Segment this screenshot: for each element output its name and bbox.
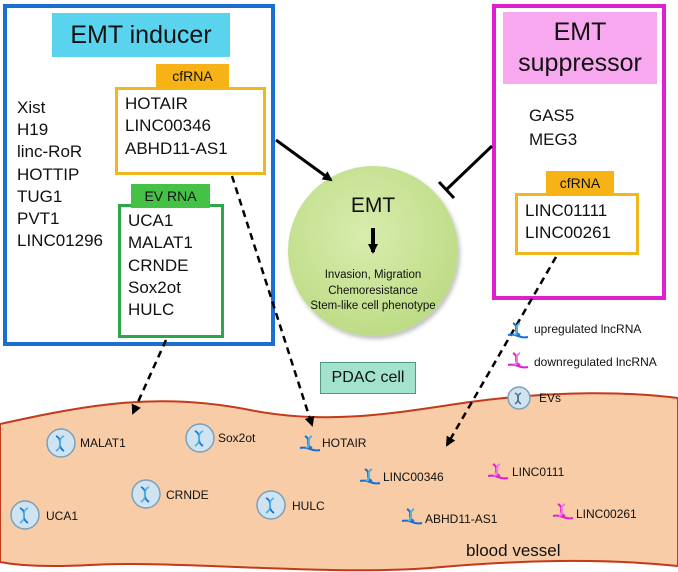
ev-to-vessel-arrow bbox=[131, 339, 168, 415]
blood-vessel-label: blood vessel bbox=[466, 541, 561, 560]
ev-gene: Sox2ot bbox=[128, 277, 181, 297]
vessel-down-label: LINC00261 bbox=[576, 507, 637, 521]
emt-effect: Invasion, Migration bbox=[324, 269, 422, 281]
ev-vesicle-icon bbox=[46, 428, 76, 458]
inducer-ev-rna-tag: EV RNA bbox=[131, 184, 210, 208]
emt-label: EMT bbox=[350, 194, 396, 217]
vessel-ev-label: MALAT1 bbox=[80, 436, 126, 450]
pdac-cell-label: PDAC cell bbox=[320, 362, 416, 394]
inducer-gene: Xist bbox=[17, 98, 46, 117]
ev-legend-icon bbox=[507, 386, 531, 410]
inducer-gene: H19 bbox=[17, 120, 49, 140]
suppressor-gene: GAS5 bbox=[529, 106, 575, 125]
inducer-gene: LINC01296 bbox=[17, 231, 104, 251]
vessel-ev-label: UCA1 bbox=[46, 509, 79, 523]
vessel-up-label: ABHD11-AS1 bbox=[425, 512, 498, 526]
ev-gene: CRNDE bbox=[128, 255, 189, 275]
inducer-gene: PVT1 bbox=[17, 209, 60, 229]
downregulated-lncrna-icon bbox=[507, 352, 529, 369]
ev-vesicle-icon bbox=[131, 479, 161, 509]
emt-inducer-title: EMT inducer bbox=[52, 13, 230, 57]
vessel-ev-label: Sox2ot bbox=[218, 431, 256, 445]
downregulated-lncrna-icon bbox=[552, 503, 574, 520]
suppressor-gene-list: GAS5 MEG3 bbox=[529, 104, 577, 152]
legend-evs-label: EVs bbox=[539, 391, 562, 405]
cfrna-gene: LINC01111 bbox=[525, 201, 608, 220]
upregulated-lncrna-icon bbox=[359, 468, 381, 485]
emt-effect: Chemoresistance bbox=[328, 284, 418, 297]
inducer-ev-rna-box: UCA1 MALAT1 CRNDE Sox2ot HULC bbox=[118, 204, 224, 338]
suppressor-cfrna-tag: cfRNA bbox=[546, 171, 614, 195]
cfrna-gene: LINC00346 bbox=[125, 116, 212, 136]
cfrna-gene: ABHD11-AS1 bbox=[125, 138, 228, 158]
emt-effect: Stem-like cell phenotype bbox=[310, 300, 436, 312]
ev-gene: MALAT1 bbox=[128, 233, 193, 253]
vessel-up-label: HOTAIR bbox=[322, 436, 367, 450]
upregulated-lncrna-icon bbox=[401, 508, 423, 525]
inducer-gene: linc-RoR bbox=[17, 142, 83, 162]
vessel-up-label: LINC00346 bbox=[383, 470, 444, 484]
inducer-gene: HOTTIP bbox=[17, 164, 80, 184]
inducer-cfrna-box: HOTAIR LINC00346 ABHD11-AS1 bbox=[115, 87, 266, 175]
suppressor-cfrna-box: LINC01111 LINC00261 bbox=[515, 193, 639, 255]
cfrna-gene: LINC00261 bbox=[525, 223, 612, 243]
inducer-to-emt-arrow bbox=[275, 138, 333, 182]
ev-vesicle-icon bbox=[256, 490, 286, 520]
vessel-down-label: LINC0111 bbox=[512, 465, 565, 479]
downregulated-lncrna-icon bbox=[487, 463, 509, 480]
inducer-gene: TUG1 bbox=[17, 186, 63, 206]
inhibit-bar bbox=[437, 180, 456, 200]
inducer-gene-list: Xist H19 linc-RoR HOTTIP TUG1 PVT1 LINC0… bbox=[17, 97, 103, 252]
emt-effects: Invasion, Migration Chemoresistance Stem… bbox=[288, 268, 458, 315]
vessel-ev-label: CRNDE bbox=[166, 488, 209, 502]
legend-upregulated-label: upregulated lncRNA bbox=[534, 322, 642, 336]
inducer-cfrna-tag: cfRNA bbox=[156, 64, 229, 88]
suppressor-title-line: EMT bbox=[553, 18, 607, 46]
suppressor-title-line: suppressor bbox=[518, 49, 642, 77]
suppressor-inhibit-line bbox=[444, 144, 494, 192]
ev-gene: HULC bbox=[128, 300, 175, 320]
cfrna-to-vessel-arrow bbox=[230, 175, 315, 427]
vessel-ev-label: HULC bbox=[292, 499, 325, 513]
cfrna-gene: HOTAIR bbox=[125, 94, 188, 113]
legend-downregulated-label: downregulated lncRNA bbox=[534, 355, 657, 369]
suppressor-cfrna-to-vessel-arrow bbox=[445, 256, 558, 447]
ev-vesicle-icon bbox=[10, 500, 40, 530]
upregulated-lncrna-icon bbox=[507, 322, 529, 339]
suppressor-gene: MEG3 bbox=[529, 130, 578, 149]
ev-vesicle-icon bbox=[185, 423, 215, 453]
upregulated-lncrna-icon bbox=[299, 435, 321, 452]
ev-gene: UCA1 bbox=[128, 211, 174, 230]
emt-suppressor-title: EMT suppressor bbox=[503, 12, 657, 84]
